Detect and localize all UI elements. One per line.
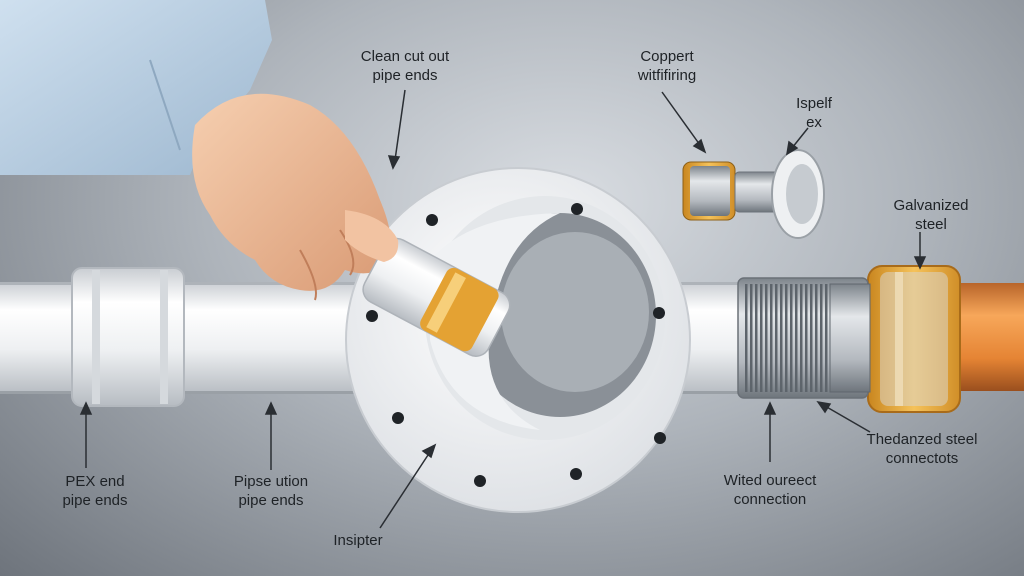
label-ispelf-line1: Ispelf [796,95,832,112]
thread-line [825,284,828,392]
thread-line [770,284,773,392]
steel-connector [737,277,871,399]
thread-line [745,284,748,392]
label-copper-fitting-line2: witfifiring [637,67,697,84]
thread-line [815,284,818,392]
label-pex-end-line1: PEX end [65,473,125,490]
thread-line [755,284,758,392]
bolt-hole-icon [571,203,583,215]
thread-line [810,284,813,392]
thread-line [750,284,753,392]
bolt-hole-icon [392,412,404,424]
label-thedanzed-line2: connectots [885,450,959,467]
bolt-hole-icon [426,214,438,226]
label-pipse-ution: Pipse ution pipe ends [216,472,326,510]
label-wited-line2: connection [733,491,807,508]
label-copper-fitting: Coppert witfifiring [612,47,722,85]
label-thedanzed-line1: Thedanzed steel [866,431,978,448]
thread-line [800,284,803,392]
thread-line [760,284,763,392]
label-insipter-line1: Insipter [333,532,383,549]
bolt-hole-icon [570,468,582,480]
label-wited: Wited oureect connection [710,471,830,509]
label-pex-end: PEX end pipe ends [40,472,150,510]
label-galvanized: Galvanized steel [876,196,986,234]
annotation-arrows [79,89,927,529]
label-copper-fitting-line1: Coppert [640,48,694,65]
thread-line [785,284,788,392]
label-galvanized-line1: Galvanized [893,197,969,214]
galvanized-nut [867,265,961,413]
label-ispelf-line2: ex [806,114,822,131]
label-insipter: Insipter [318,531,398,550]
label-clean-cut: Clean cut out pipe ends [345,47,465,85]
label-wited-line1: Wited oureect [723,472,817,489]
bolt-hole-icon [366,310,378,322]
hand-illustration [0,0,511,357]
label-pipse-ution-line2: pipe ends [238,492,304,509]
label-ispelf: Ispelf ex [784,94,844,132]
thread-line [805,284,808,392]
label-pipse-ution-line1: Pipse ution [233,473,309,490]
thread-line [820,284,823,392]
label-thedanzed: Thedanzed steel connectots [852,430,992,468]
thread-line [790,284,793,392]
thread-line [795,284,798,392]
thread-line [780,284,783,392]
thread-line [765,284,768,392]
bolt-hole-icon [654,432,666,444]
label-galvanized-line2: steel [915,216,947,233]
small-fitting [682,149,825,239]
label-clean-cut-line1: Clean cut out [360,48,450,65]
bolt-hole-icon [653,307,665,319]
label-clean-cut-line2: pipe ends [372,67,438,84]
bolt-hole-icon [474,475,486,487]
flange-ring [345,167,691,513]
pex-coupling [71,267,185,407]
thread-line [775,284,778,392]
label-pex-end-line2: pipe ends [62,492,128,509]
